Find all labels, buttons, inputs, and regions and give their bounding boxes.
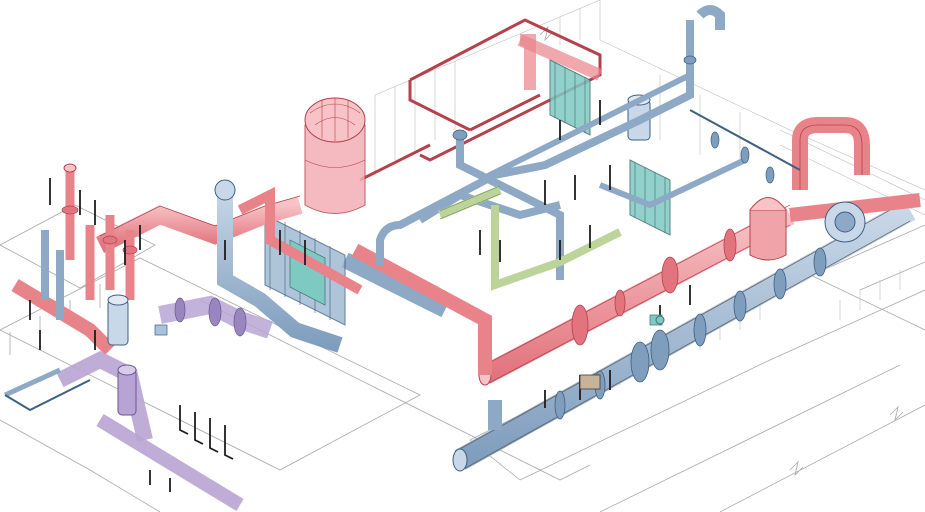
plate-heat-exchanger-upper xyxy=(549,59,591,136)
valve-stems xyxy=(29,100,691,492)
right-loop-pipe xyxy=(792,117,870,190)
pump-left xyxy=(107,294,129,346)
fitting-details xyxy=(154,314,665,390)
aux-header xyxy=(3,351,244,511)
domed-vessel xyxy=(749,197,787,261)
pump-lower-left xyxy=(117,364,137,416)
cold-distribution-network xyxy=(376,5,801,280)
cold-main-header xyxy=(341,198,916,472)
hot-overhead-line xyxy=(359,18,603,182)
storage-tank xyxy=(304,97,366,214)
left-manifold xyxy=(11,163,138,355)
plate-heat-exchanger-right xyxy=(629,159,671,236)
volute-pump xyxy=(824,201,866,243)
